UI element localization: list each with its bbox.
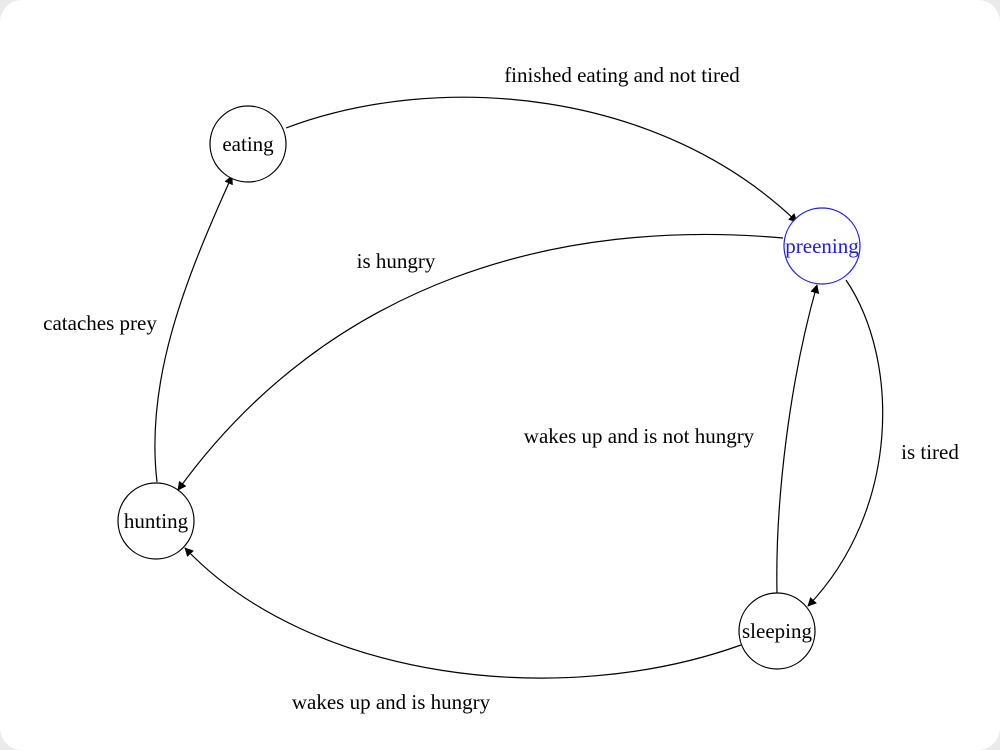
node-eating[interactable]: eating — [209, 105, 287, 183]
edge-eating-to-preening — [285, 96, 798, 223]
node-hunting-label: hunting — [124, 509, 189, 533]
edge-sleeping-to-hunting — [184, 547, 742, 679]
node-preening-label: preening — [785, 234, 859, 258]
node-sleeping-label: sleeping — [742, 619, 812, 643]
edge-label-preening-to-hunting: is hungry — [357, 249, 436, 273]
edge-preening-to-hunting — [177, 233, 784, 491]
node-sleeping[interactable]: sleeping — [738, 592, 816, 670]
node-eating-label: eating — [222, 132, 274, 156]
edge-sleeping-to-preening — [776, 284, 820, 595]
node-preening[interactable]: preening — [783, 207, 861, 285]
edge-hunting-to-eating — [154, 175, 233, 483]
edge-label-preening-to-sleeping: is tired — [901, 440, 959, 464]
edge-label-eating-to-preening: finished eating and not tired — [504, 63, 740, 87]
edge-preening-to-sleeping — [807, 279, 884, 607]
node-hunting[interactable]: hunting — [117, 482, 195, 560]
edge-label-sleeping-to-hunting: wakes up and is hungry — [292, 690, 491, 714]
edge-label-sleeping-to-preening: wakes up and is not hungry — [524, 424, 755, 448]
edge-label-hunting-to-eating: cataches prey — [43, 311, 157, 335]
